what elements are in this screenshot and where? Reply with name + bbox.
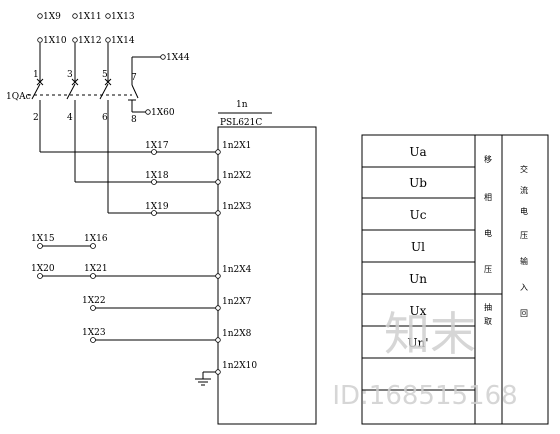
wire-terminal: 1X22 (82, 296, 106, 306)
device-pin: 1n2X4 (222, 265, 252, 275)
pole-number: 6 (102, 113, 108, 123)
side-char: 流 (520, 185, 528, 195)
group-char: 电 (484, 228, 492, 238)
terminal-mark (37, 13, 43, 19)
device-pin: 1n2X1 (222, 141, 251, 151)
side-char: 压 (520, 231, 528, 240)
terminal-mark (72, 13, 78, 19)
wire-terminal: 1X23 (82, 328, 106, 338)
device-model: PSL621C (220, 118, 262, 128)
pole-number: 2 (33, 113, 39, 123)
terminal-label: 1X10 (43, 36, 67, 46)
side-char: 电 (520, 206, 528, 216)
breaker-terminals: 1X9 1X10 1X11 1X12 1X13 1X14 1X44 1X60 (37, 12, 190, 118)
side-char: 回 (520, 309, 528, 318)
pole-number: 7 (131, 73, 137, 83)
wire-terminal: 1X18 (145, 171, 169, 181)
watermark-brand: 知末 (384, 307, 476, 361)
watermark-id: ID:168515168 (332, 381, 517, 411)
group-char: 取 (484, 317, 492, 326)
terminal-label: 1X13 (111, 12, 135, 22)
wire-terminal: 1X17 (145, 141, 169, 151)
terminal-mark (105, 37, 111, 43)
phase-wires: 1X17 1n2X1 1X18 1n2X2 1X19 1n2X3 (40, 141, 252, 216)
device-pin: 1n2X3 (222, 202, 252, 212)
row-label: Ua (409, 145, 426, 159)
row-label: Un' (407, 336, 428, 350)
group-char: 相 (484, 192, 492, 202)
side-char: 入 (520, 283, 528, 292)
device-pin: 1n2X10 (222, 361, 257, 371)
lower-wires: 1X15 1X16 1X20 1X21 1n2X4 1X22 1n2X7 1X2… (31, 234, 257, 386)
terminal-mark (37, 37, 43, 43)
wire-terminal: 1X20 (31, 264, 55, 274)
group-char: 压 (484, 265, 492, 274)
row-label: Uc (410, 208, 427, 222)
wire-terminal: 1X16 (84, 234, 108, 244)
device-pin: 1n2X2 (222, 171, 251, 181)
breaker-label: 1QAc (6, 92, 31, 102)
row-label: Ul (411, 240, 425, 254)
watermark: 知末 ID:168515168 (332, 307, 517, 411)
terminal-label: 1X44 (166, 53, 190, 63)
terminal-mark (105, 13, 111, 19)
row-label: Un (409, 272, 427, 286)
device-pin: 1n2X7 (222, 297, 252, 307)
row-label: Ux (410, 304, 427, 318)
breaker-poles: 1QAc 1 2 3 4 5 6 7 8 (6, 43, 161, 213)
terminal-label: 1X14 (111, 36, 135, 46)
device-id: 1n (236, 100, 248, 110)
wire-terminal: 1X19 (145, 202, 169, 212)
row-label: Ub (409, 176, 427, 190)
pole-number: 8 (131, 115, 137, 125)
terminal-mark (160, 54, 166, 60)
pole-number: 3 (67, 70, 73, 80)
group-char: 抽 (484, 302, 492, 312)
terminal-label: 1X12 (78, 36, 102, 46)
wire-terminal: 1X21 (84, 264, 108, 274)
terminal-label: 1X9 (43, 12, 61, 22)
side-char: 交 (520, 164, 528, 174)
pole-number: 1 (33, 70, 39, 80)
group-char: 移 (484, 154, 492, 164)
voltage-table: Ua Ub Uc Ul Un Ux Un' 移 相 电 压 抽 取 交 流 电 … (361, 134, 549, 425)
terminal-mark (145, 109, 151, 115)
wire-terminal: 1X15 (31, 234, 55, 244)
device-pin: 1n2X8 (222, 329, 252, 339)
pole-number: 5 (102, 70, 108, 80)
terminal-mark (72, 37, 78, 43)
terminal-label: 1X11 (78, 12, 102, 22)
side-char: 输 (520, 256, 528, 266)
terminal-label: 1X60 (151, 108, 175, 118)
pole-number: 4 (67, 113, 73, 123)
